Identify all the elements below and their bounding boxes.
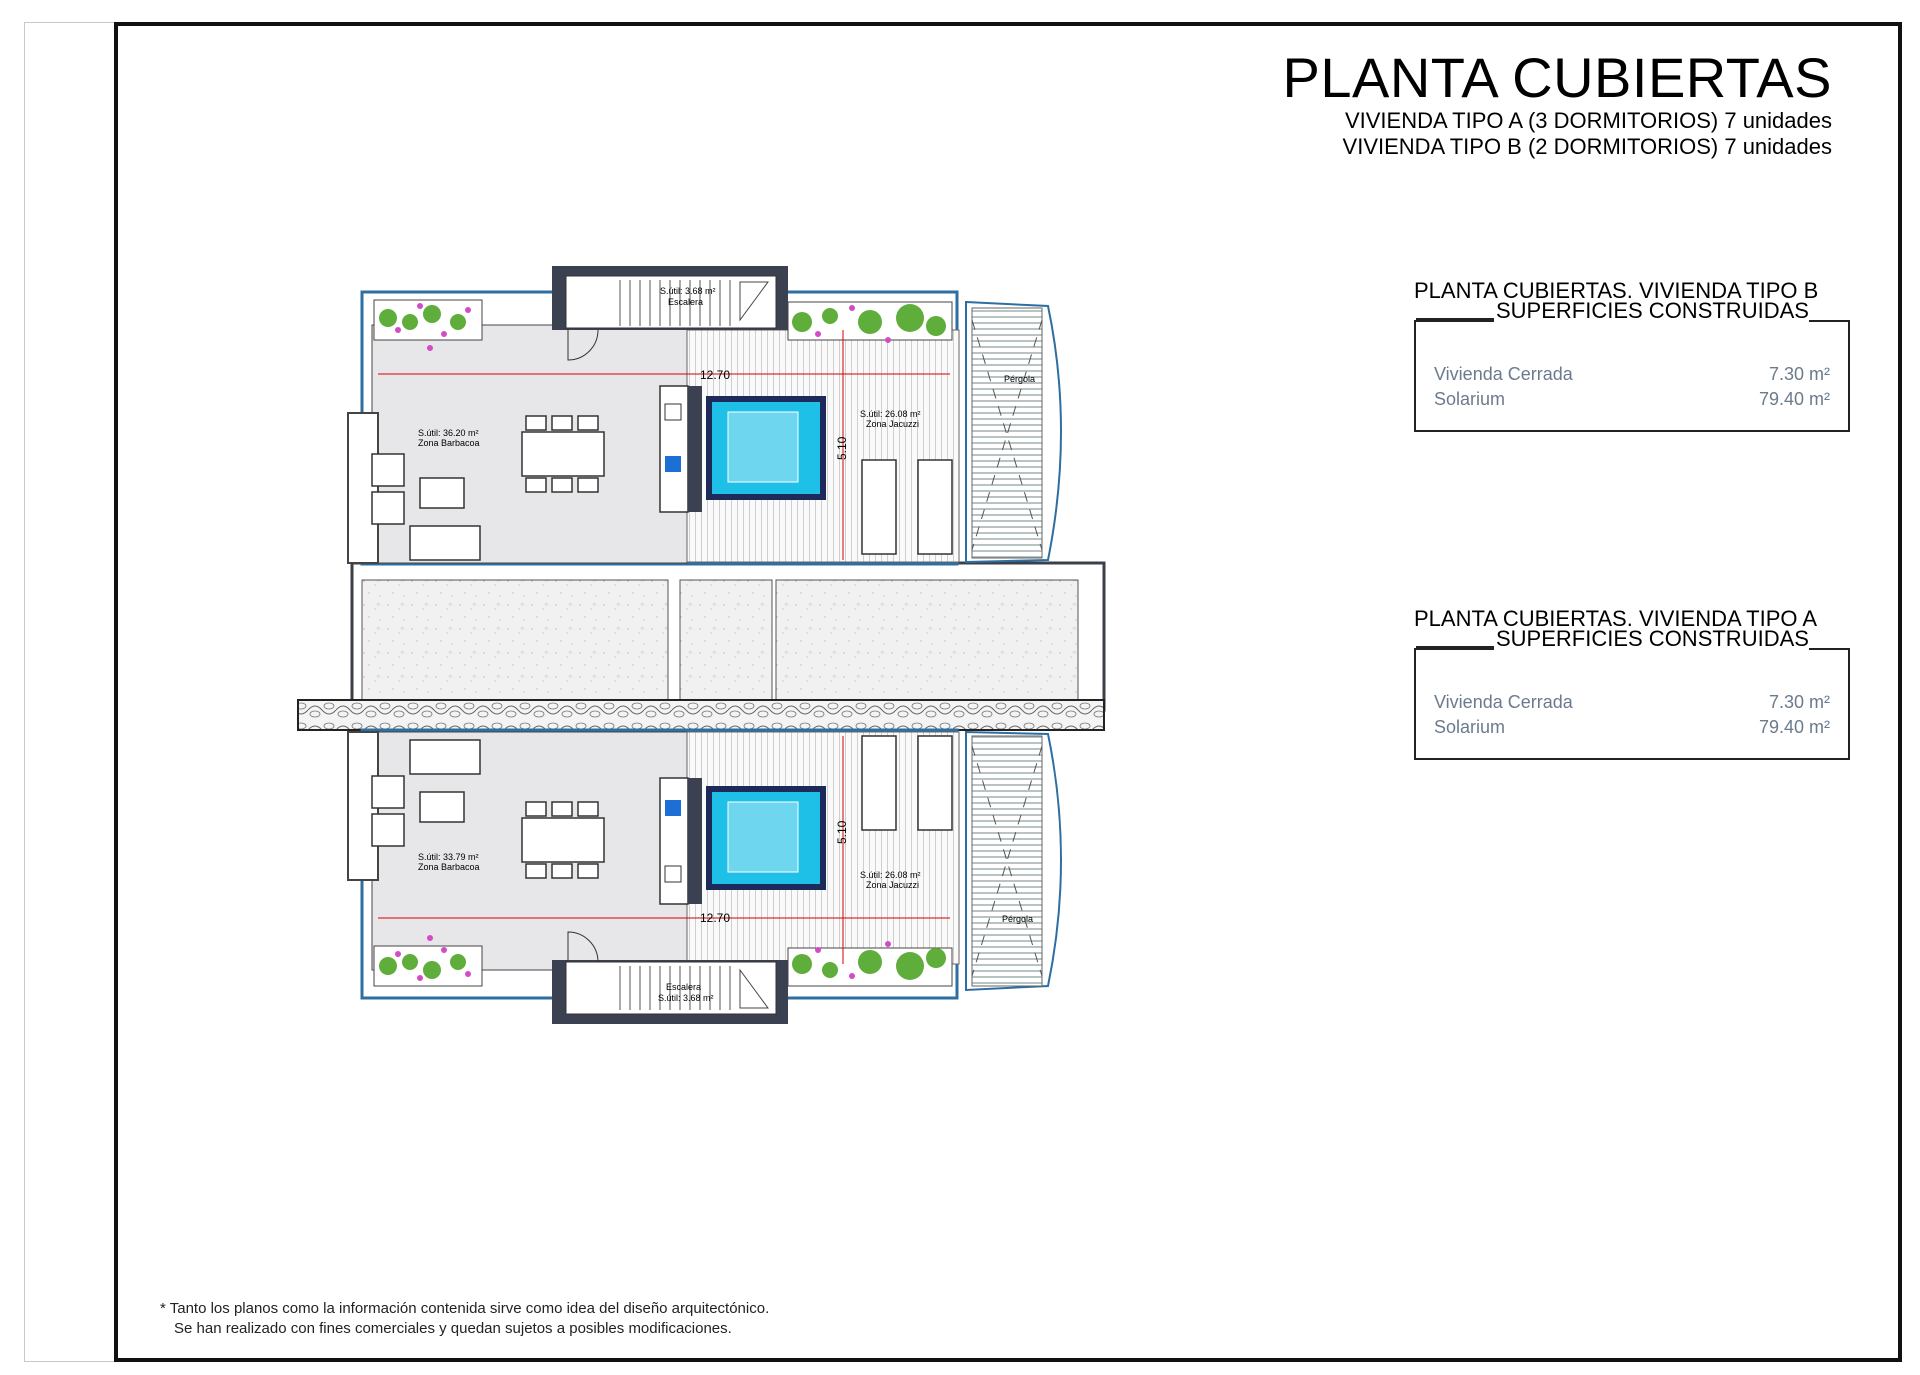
surface-value: 79.40 m²: [1758, 389, 1830, 409]
stair-area-label: S.útil: 3.68 m²: [658, 993, 714, 1003]
surface-label: Vivienda Cerrada: [1434, 692, 1573, 712]
surface-header: SUPERFICIES CONSTRUIDAS: [1494, 298, 1809, 324]
jacuzzi-zone-label: Zona Jacuzzi: [866, 419, 919, 429]
jacuzzi-area-label: S.útil: 26.08 m²: [860, 409, 921, 419]
pergola-label: Pérgola: [1004, 374, 1035, 384]
footnote-line: * Tanto los planos como la información c…: [160, 1300, 770, 1317]
surface-row: Vivienda Cerrada 7.30 m²: [1434, 692, 1830, 713]
dimension-label: 12.70: [700, 368, 730, 382]
dimension-label: 5.10: [835, 820, 849, 844]
stair-label: Escalera: [666, 982, 701, 992]
bbq-zone-label: Zona Barbacoa: [418, 438, 480, 448]
surface-panel-tipo-b: PLANTA CUBIERTAS. VIVIENDA TIPO B SUPERF…: [1414, 278, 1850, 432]
disclaimer-footnote: * Tanto los planos como la información c…: [160, 1299, 769, 1339]
jacuzzi-area-label: S.útil: 26.08 m²: [860, 870, 921, 880]
pergola-label: Pérgola: [1002, 914, 1033, 924]
surface-label: Solarium: [1434, 389, 1506, 409]
surface-value: 7.30 m²: [1768, 692, 1830, 712]
surface-header: SUPERFICIES CONSTRUIDAS: [1494, 626, 1809, 652]
surface-row: Vivienda Cerrada 7.30 m²: [1434, 364, 1830, 385]
surface-row: Solarium 79.40 m²: [1434, 717, 1830, 738]
bbq-area-label: S.útil: 36.20 m²: [418, 428, 479, 438]
surface-value: 7.30 m²: [1768, 364, 1830, 384]
dimension-label: 5.10: [835, 436, 849, 460]
surface-row: Solarium 79.40 m²: [1434, 389, 1830, 410]
stair-area-label: S.útil: 3.68 m²: [660, 286, 716, 296]
surface-box: SUPERFICIES CONSTRUIDAS Vivienda Cerrada…: [1414, 626, 1850, 760]
unit-lower: 12.70 5.10 Escalera S.útil: 3.68 m² S.út…: [347, 728, 1062, 1024]
sheet-inner-border: [114, 22, 1902, 1362]
footnote-line: Se han realizado con fines comerciales y…: [174, 1320, 732, 1337]
unit-upper: 12.70 5.10 S.útil: 3.68 m² Escalera S.út…: [347, 266, 1062, 566]
dimension-label: 12.70: [700, 911, 730, 925]
surface-label: Vivienda Cerrada: [1434, 364, 1573, 384]
stair-label: Escalera: [668, 297, 703, 307]
surface-value: 79.40 m²: [1758, 717, 1830, 737]
surface-box: SUPERFICIES CONSTRUIDAS Vivienda Cerrada…: [1414, 298, 1850, 432]
subtitle-tipo-b: VIVIENDA TIPO B (2 DORMITORIOS) 7 unidad…: [1342, 134, 1832, 159]
title-block: PLANTA CUBIERTAS VIVIENDA TIPO A (3 DORM…: [1283, 48, 1833, 160]
central-walkway: [297, 561, 1106, 731]
bbq-area-label: S.útil: 33.79 m²: [418, 852, 479, 862]
surface-panel-tipo-a: PLANTA CUBIERTAS. VIVIENDA TIPO A SUPERF…: [1414, 606, 1850, 760]
bbq-zone-label: Zona Barbacoa: [418, 862, 480, 872]
surface-label: Solarium: [1434, 717, 1506, 737]
jacuzzi-zone-label: Zona Jacuzzi: [866, 880, 919, 890]
subtitle-tipo-a: VIVIENDA TIPO A (3 DORMITORIOS) 7 unidad…: [1344, 108, 1832, 133]
page-title: PLANTA CUBIERTAS: [1282, 46, 1832, 109]
